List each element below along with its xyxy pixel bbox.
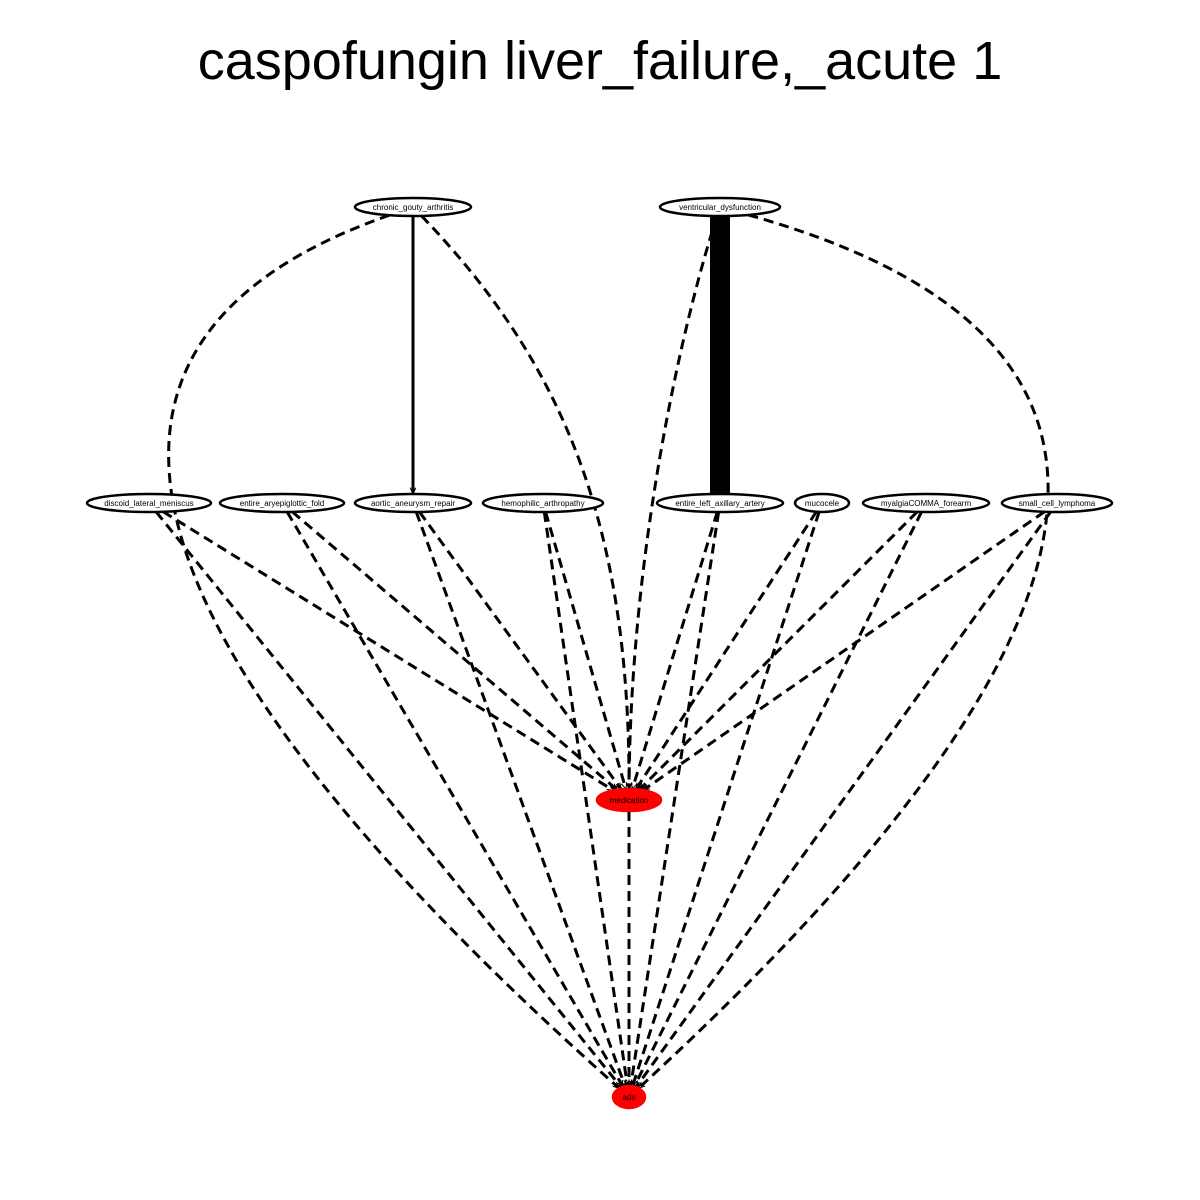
edge-aortic_aneurysm_repair-to-ade (414, 511, 627, 1086)
node-shape (481, 492, 605, 514)
graph-title: caspofungin liver_failure,_acute 1 (197, 31, 1003, 91)
edge-mucocele-to-ade (631, 511, 821, 1086)
node-shape (595, 787, 663, 813)
node-mucocele: mucocele (793, 492, 851, 514)
edge-hemophilic_arthropathy-to-ade (542, 511, 627, 1086)
edges-layer (155, 206, 1052, 1090)
edge-chronic_gouty_arthritis-to-medication (420, 214, 629, 789)
edge-entire_aryepiglottic_fold-to-medication (291, 510, 617, 791)
node-label: entire_aryepiglottic_fold (240, 499, 325, 508)
node-label: ade (622, 1093, 636, 1102)
node-label: small_cell_lymphoma (1019, 499, 1096, 508)
node-discoid_lateral_meniscus: discoid_lateral_meniscus (85, 492, 213, 514)
edge-entire_aryepiglottic_fold-to-ade (285, 511, 625, 1087)
node-entire_aryepiglottic_fold: entire_aryepiglottic_fold (218, 492, 346, 514)
node-label: aortic_aneurysm_repair (371, 499, 455, 508)
node-medication: medication (595, 787, 663, 813)
edge-mucocele-to-medication (634, 510, 818, 789)
node-myalgiaCOMMA_forearm: myalgiaCOMMA_forearm (861, 492, 991, 514)
node-shape (658, 196, 782, 218)
node-shape (353, 196, 473, 218)
edge-chronic_gouty_arthritis-to-ade (167, 213, 621, 1090)
node-label: medication (610, 796, 649, 805)
edge-entire_left_axillary_artery-to-ade (631, 511, 721, 1086)
node-shape (793, 492, 851, 514)
node-label: chronic_gouty_arthritis (373, 203, 453, 212)
edge-aortic_aneurysm_repair-to-medication (418, 511, 623, 789)
node-label: mucocele (805, 499, 840, 508)
node-shape (655, 492, 785, 514)
node-label: hemophilic_arthropathy (501, 499, 584, 508)
edge-ventricular_dysfunction-to-medication (629, 215, 719, 789)
edge-entire_left_axillary_artery-to-medication (630, 511, 719, 789)
node-small_cell_lymphoma: small_cell_lymphoma (1000, 492, 1114, 514)
node-shape (1000, 492, 1114, 514)
node-shape (611, 1084, 647, 1110)
edge-small_cell_lymphoma-to-medication (643, 510, 1046, 792)
edge-ventricular_dysfunction-to-ade (637, 213, 1050, 1090)
node-label: myalgiaCOMMA_forearm (881, 499, 972, 508)
node-shape (218, 492, 346, 514)
node-shape (85, 492, 213, 514)
node-entire_left_axillary_artery: entire_left_axillary_artery (655, 492, 785, 514)
node-shape (861, 492, 991, 514)
edge-discoid_lateral_meniscus-to-ade (155, 510, 623, 1087)
node-chronic_gouty_arthritis: chronic_gouty_arthritis (353, 196, 473, 218)
node-label: discoid_lateral_meniscus (104, 499, 193, 508)
node-ade: ade (611, 1084, 647, 1110)
edge-discoid_lateral_meniscus-to-medication (162, 510, 613, 792)
nodes-layer: chronic_gouty_arthritis ventricular_dysfu… (85, 196, 1114, 1110)
edge-myalgiaCOMMA_forearm-to-ade (632, 511, 923, 1087)
node-label: entire_left_axillary_artery (675, 499, 764, 508)
edge-myalgiaCOMMA_forearm-to-medication (638, 510, 919, 791)
edge-small_cell_lymphoma-to-ade (634, 511, 1052, 1087)
node-shape (353, 492, 473, 514)
node-ventricular_dysfunction: ventricular_dysfunction (658, 196, 782, 218)
node-aortic_aneurysm_repair: aortic_aneurysm_repair (353, 492, 473, 514)
node-label: ventricular_dysfunction (679, 203, 761, 212)
node-hemophilic_arthropathy: hemophilic_arthropathy (481, 492, 605, 514)
edge-hemophilic_arthropathy-to-medication (544, 511, 626, 789)
